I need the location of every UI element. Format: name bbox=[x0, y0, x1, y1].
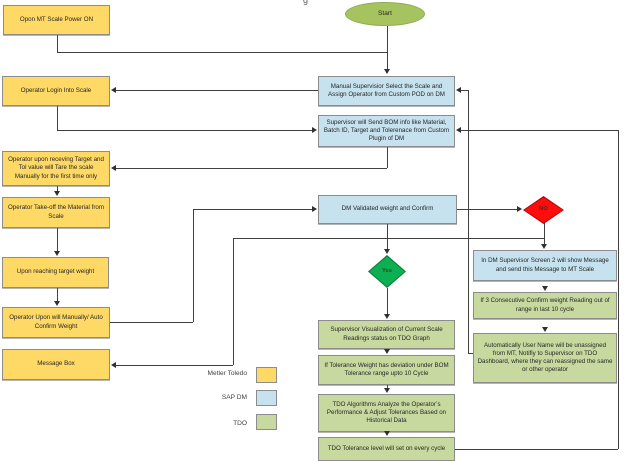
connector-line bbox=[57, 186, 59, 192]
connector-line bbox=[57, 35, 59, 52]
node-confirm-weight-label: Operator Upon will Manually/ Auto Confir… bbox=[9, 314, 103, 330]
node-yes-decision-label: Yes bbox=[382, 267, 392, 274]
connector-line bbox=[618, 130, 620, 449]
connector-line bbox=[233, 238, 544, 240]
connector-line bbox=[544, 223, 546, 245]
node-no-decision-label: NO bbox=[539, 206, 548, 213]
arrowhead-right-icon bbox=[516, 206, 522, 212]
arrowhead-left-icon bbox=[456, 127, 461, 133]
arrowhead-down-icon bbox=[384, 430, 390, 436]
node-dm-supervisor-screen2: In DM Supervisor Screen 2 will show Mess… bbox=[473, 250, 617, 281]
node-start-label: Start bbox=[378, 9, 392, 17]
node-consecutive-out-of-range: If 3 Consecutive Confirm weight Reading … bbox=[473, 292, 617, 319]
arrowhead-down-icon bbox=[54, 300, 60, 306]
node-auto-unassign-label: Automatically User Name will be unassign… bbox=[477, 341, 613, 374]
node-tare-scale: Operator upon receving Target and Tol va… bbox=[2, 151, 110, 186]
node-tolerance-deviation-label: If Tolerance Weight has deviation under … bbox=[324, 361, 449, 377]
node-no-decision: NO bbox=[523, 196, 564, 224]
node-consecutive-out-of-range-label: If 3 Consecutive Confirm weight Reading … bbox=[480, 297, 610, 313]
connector-line bbox=[113, 168, 387, 170]
node-tdo-algorithms: TDO Algorithms Analyze the Operator’s Pe… bbox=[318, 394, 455, 432]
arrowhead-down-icon bbox=[542, 326, 548, 332]
connector-line bbox=[387, 385, 389, 389]
legend-label-sap-dm: SAP DM bbox=[221, 394, 247, 401]
node-tare-scale-label: Operator upon receving Target and Tol va… bbox=[8, 156, 104, 180]
node-dm-supervisor-screen2-label: In DM Supervisor Screen 2 will show Mess… bbox=[481, 257, 609, 273]
node-reaching-target-weight-label: Upon reaching target weight bbox=[16, 268, 95, 276]
node-start: Start bbox=[345, 2, 425, 26]
arrowhead-down-icon bbox=[542, 285, 548, 291]
node-operator-login: Operator Login Into Scale bbox=[2, 76, 110, 106]
node-send-bom-info-label: Supervisor will Send BOM info like Mater… bbox=[323, 118, 450, 143]
node-tdo-tolerance-level-label: TDO Tolerance level will set on every cy… bbox=[327, 444, 446, 452]
node-power-on-label: Opon MT Scale Power ON bbox=[19, 15, 94, 23]
arrowhead-down-icon bbox=[54, 190, 60, 196]
connector-line bbox=[113, 365, 233, 367]
connector-line bbox=[387, 147, 389, 168]
arrowhead-right-icon bbox=[311, 206, 317, 212]
node-take-off-material: Operator Take-off the Material from Scal… bbox=[2, 197, 110, 228]
legend-swatch-metler-toledo bbox=[256, 367, 277, 383]
node-reaching-target-weight: Upon reaching target weight bbox=[2, 257, 109, 288]
connector-line bbox=[233, 238, 235, 365]
connector-line bbox=[468, 90, 470, 353]
arrowhead-down-icon bbox=[384, 68, 390, 74]
clipped-title-fragment: g bbox=[303, 0, 309, 5]
node-message-box-label: Message Box bbox=[37, 360, 75, 368]
connector-line bbox=[387, 288, 389, 315]
arrowhead-left-icon bbox=[111, 87, 116, 93]
node-send-bom-info: Supervisor will Send BOM info like Mater… bbox=[318, 115, 455, 147]
legend-label-tdo: TDO bbox=[233, 420, 247, 427]
arrowhead-down-icon bbox=[384, 348, 390, 354]
node-tolerance-deviation: If Tolerance Weight has deviation under … bbox=[318, 355, 455, 385]
connector-line bbox=[457, 209, 518, 211]
arrowhead-down-icon bbox=[384, 387, 390, 393]
arrowhead-left-icon bbox=[111, 165, 116, 171]
connector-line bbox=[113, 90, 318, 92]
arrowhead-down-icon bbox=[541, 243, 547, 249]
node-yes-decision: Yes bbox=[368, 255, 406, 288]
legend-label-metler-toledo: Metler Toledo bbox=[207, 370, 247, 377]
node-confirm-weight: Operator Upon will Manually/ Auto Confir… bbox=[2, 307, 110, 338]
node-message-box: Message Box bbox=[2, 349, 110, 380]
node-supervisor-visualization-label: Supervisor Visualization of Current Scal… bbox=[330, 326, 443, 342]
node-tdo-algorithms-label: TDO Algorithms Analyze the Operator’s Pe… bbox=[326, 400, 447, 425]
connector-line bbox=[57, 130, 313, 132]
node-tdo-tolerance-level: TDO Tolerance level will set on every cy… bbox=[318, 437, 455, 461]
connector-line bbox=[460, 130, 618, 132]
arrowhead-left-icon bbox=[456, 87, 461, 93]
node-operator-login-label: Operator Login Into Scale bbox=[20, 86, 92, 94]
arrowhead-left-icon bbox=[111, 362, 116, 368]
node-dm-validated-label: DM Validated weight and Confirm bbox=[341, 205, 434, 213]
arrowhead-right-icon bbox=[311, 127, 317, 133]
connector-line bbox=[193, 209, 195, 322]
connector-line bbox=[193, 209, 313, 211]
connector-line bbox=[455, 449, 618, 451]
node-power-on: Opon MT Scale Power ON bbox=[3, 5, 110, 35]
legend-swatch-tdo bbox=[256, 414, 277, 430]
connector-line bbox=[57, 288, 59, 302]
node-supervisor-visualization: Supervisor Visualization of Current Scal… bbox=[318, 320, 455, 349]
connector-line bbox=[57, 106, 59, 130]
node-manual-select-scale-label: Manual Supervisior Select the Scale and … bbox=[328, 82, 445, 98]
node-take-off-material-label: Operator Take-off the Material from Scal… bbox=[7, 204, 105, 220]
connector-line bbox=[460, 90, 468, 92]
connector-line bbox=[57, 228, 59, 252]
connector-line bbox=[110, 322, 193, 324]
legend-swatch-sap-dm bbox=[256, 390, 277, 406]
arrowhead-down-icon bbox=[54, 250, 60, 256]
node-dm-validated: DM Validated weight and Confirm bbox=[318, 195, 457, 224]
arrowhead-down-icon bbox=[384, 313, 390, 319]
node-manual-select-scale: Manual Supervisior Select the Scale and … bbox=[318, 76, 455, 106]
connector-line bbox=[468, 353, 473, 355]
connector-line bbox=[387, 26, 389, 70]
connector-line bbox=[387, 224, 389, 250]
arrowhead-down-icon bbox=[384, 248, 390, 254]
connector-line bbox=[57, 52, 387, 54]
node-auto-unassign: Automatically User Name will be unassign… bbox=[473, 333, 617, 383]
